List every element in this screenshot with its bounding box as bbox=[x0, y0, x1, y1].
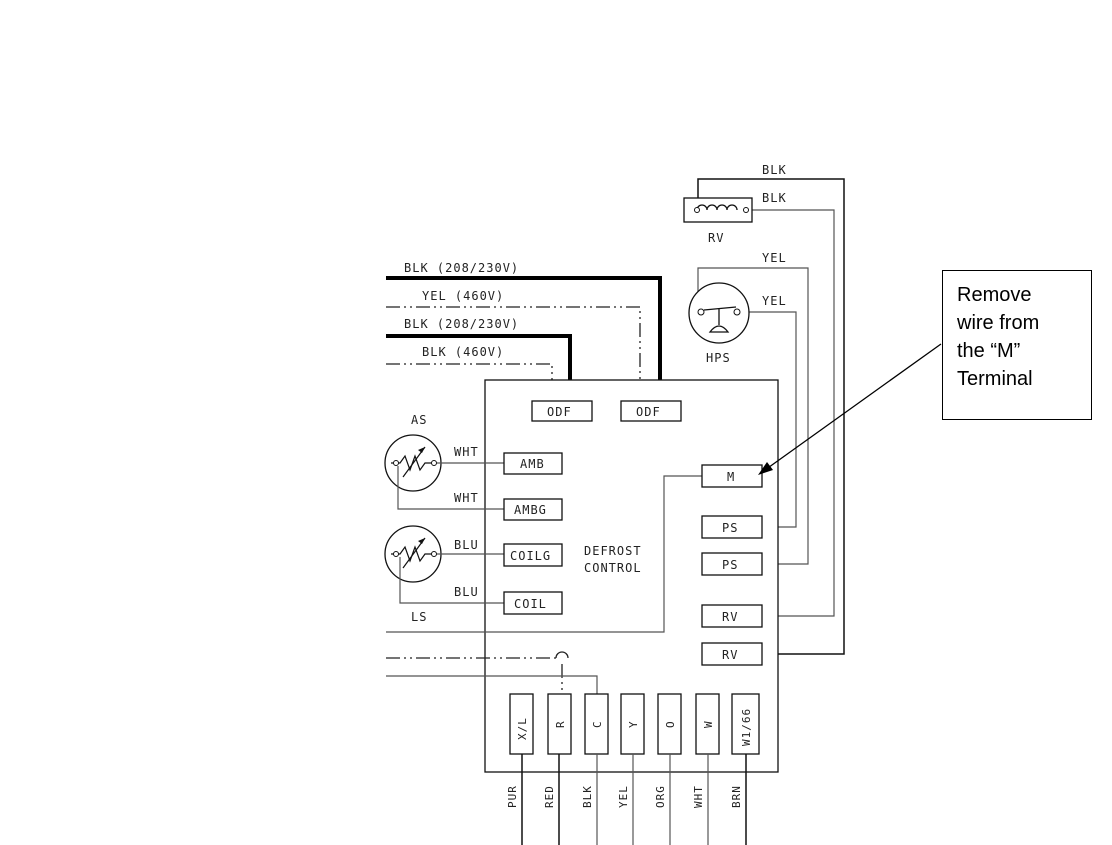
wire-label-wht-2: WHT bbox=[454, 491, 479, 505]
terminal-o-label: O bbox=[664, 720, 677, 728]
coil-terminal-label: COIL bbox=[514, 597, 547, 611]
as-sensor bbox=[384, 434, 442, 492]
amb-terminal bbox=[503, 452, 563, 475]
note-line-1: Remove bbox=[957, 284, 1032, 306]
odf-terminal-right-label: ODF bbox=[636, 405, 661, 419]
note-line-4: Terminal bbox=[957, 368, 1033, 390]
m-terminal-wire bbox=[386, 475, 702, 633]
coil-terminal bbox=[503, 591, 563, 615]
m-terminal bbox=[701, 464, 763, 488]
ps-terminal-2 bbox=[701, 552, 763, 576]
terminal-xl-label: X/L bbox=[516, 717, 529, 740]
note-line-2: wire from bbox=[957, 312, 1040, 334]
bottom-leads bbox=[521, 754, 747, 845]
odf-terminal-right bbox=[620, 400, 682, 422]
ambg-terminal bbox=[503, 498, 563, 521]
terminal-y-label: Y bbox=[627, 720, 640, 728]
rv-terminal-2 bbox=[701, 642, 763, 666]
terminal-r-label: R bbox=[554, 720, 567, 728]
lead-color-red: RED bbox=[543, 785, 556, 808]
wire-label-blk-208-b: BLK (208/230V) bbox=[404, 317, 519, 331]
hps-label: HPS bbox=[706, 351, 731, 365]
ls-sensor bbox=[384, 525, 442, 583]
terminal-w-label: W bbox=[702, 720, 715, 728]
bottom-terminal-block bbox=[509, 693, 760, 755]
lead-color-blk: BLK bbox=[581, 785, 594, 808]
wire-label-blk-460: BLK (460V) bbox=[422, 345, 504, 359]
rv-terminal-1 bbox=[701, 604, 763, 628]
lead-color-brn: BRN bbox=[730, 785, 743, 808]
defrost-control-label-2: CONTROL bbox=[584, 561, 642, 575]
lead-color-wht: WHT bbox=[692, 785, 705, 808]
wire-label-blu-1: BLU bbox=[454, 538, 479, 552]
ambg-terminal-label: AMBG bbox=[514, 503, 547, 517]
wire-label-blk-rv: BLK bbox=[762, 191, 787, 205]
wire-label-blu-2: BLU bbox=[454, 585, 479, 599]
note-line-3: the “M” bbox=[957, 340, 1021, 362]
as-label: AS bbox=[411, 413, 427, 427]
callout-note: Remove wire from the “M” Terminal bbox=[942, 270, 1092, 420]
terminal-c-label: C bbox=[591, 720, 604, 728]
coilg-terminal bbox=[503, 543, 563, 567]
rv-label: RV bbox=[708, 231, 724, 245]
top-right-wiring bbox=[697, 178, 845, 655]
defrost-control-label-1: DEFROST bbox=[584, 544, 642, 558]
terminal-w1-label: W1/66 bbox=[740, 708, 753, 746]
lead-color-org: ORG bbox=[654, 785, 667, 808]
rv-terminal-1-label: RV bbox=[722, 610, 738, 624]
wire-label-wht-1: WHT bbox=[454, 445, 479, 459]
wire-label-blk-208-a: BLK (208/230V) bbox=[404, 261, 519, 275]
wire-label-yel-top: YEL bbox=[762, 251, 787, 265]
ls-label: LS bbox=[411, 610, 427, 624]
coilg-terminal-label: COILG bbox=[510, 549, 551, 563]
lead-color-yel: YEL bbox=[617, 785, 630, 808]
ps-terminal-1-label: PS bbox=[722, 521, 738, 535]
wire-label-yel-460: YEL (460V) bbox=[422, 289, 504, 303]
lead-color-pur: PUR bbox=[506, 785, 519, 808]
odf-terminal-left-label: ODF bbox=[547, 405, 572, 419]
m-terminal-label: M bbox=[727, 470, 735, 484]
ps-terminal-1 bbox=[701, 515, 763, 539]
rv-terminal-2-label: RV bbox=[722, 648, 738, 662]
ps-terminal-2-label: PS bbox=[722, 558, 738, 572]
callout-arrow bbox=[758, 343, 942, 475]
odf-terminal-left bbox=[531, 400, 593, 422]
wire-label-blk-top: BLK bbox=[762, 163, 787, 177]
lower-thin-wire bbox=[386, 675, 598, 694]
hps-switch bbox=[688, 282, 750, 344]
amb-terminal-label: AMB bbox=[520, 457, 545, 471]
rv-solenoid bbox=[683, 197, 753, 223]
wire-label-yel-hps: YEL bbox=[762, 294, 787, 308]
